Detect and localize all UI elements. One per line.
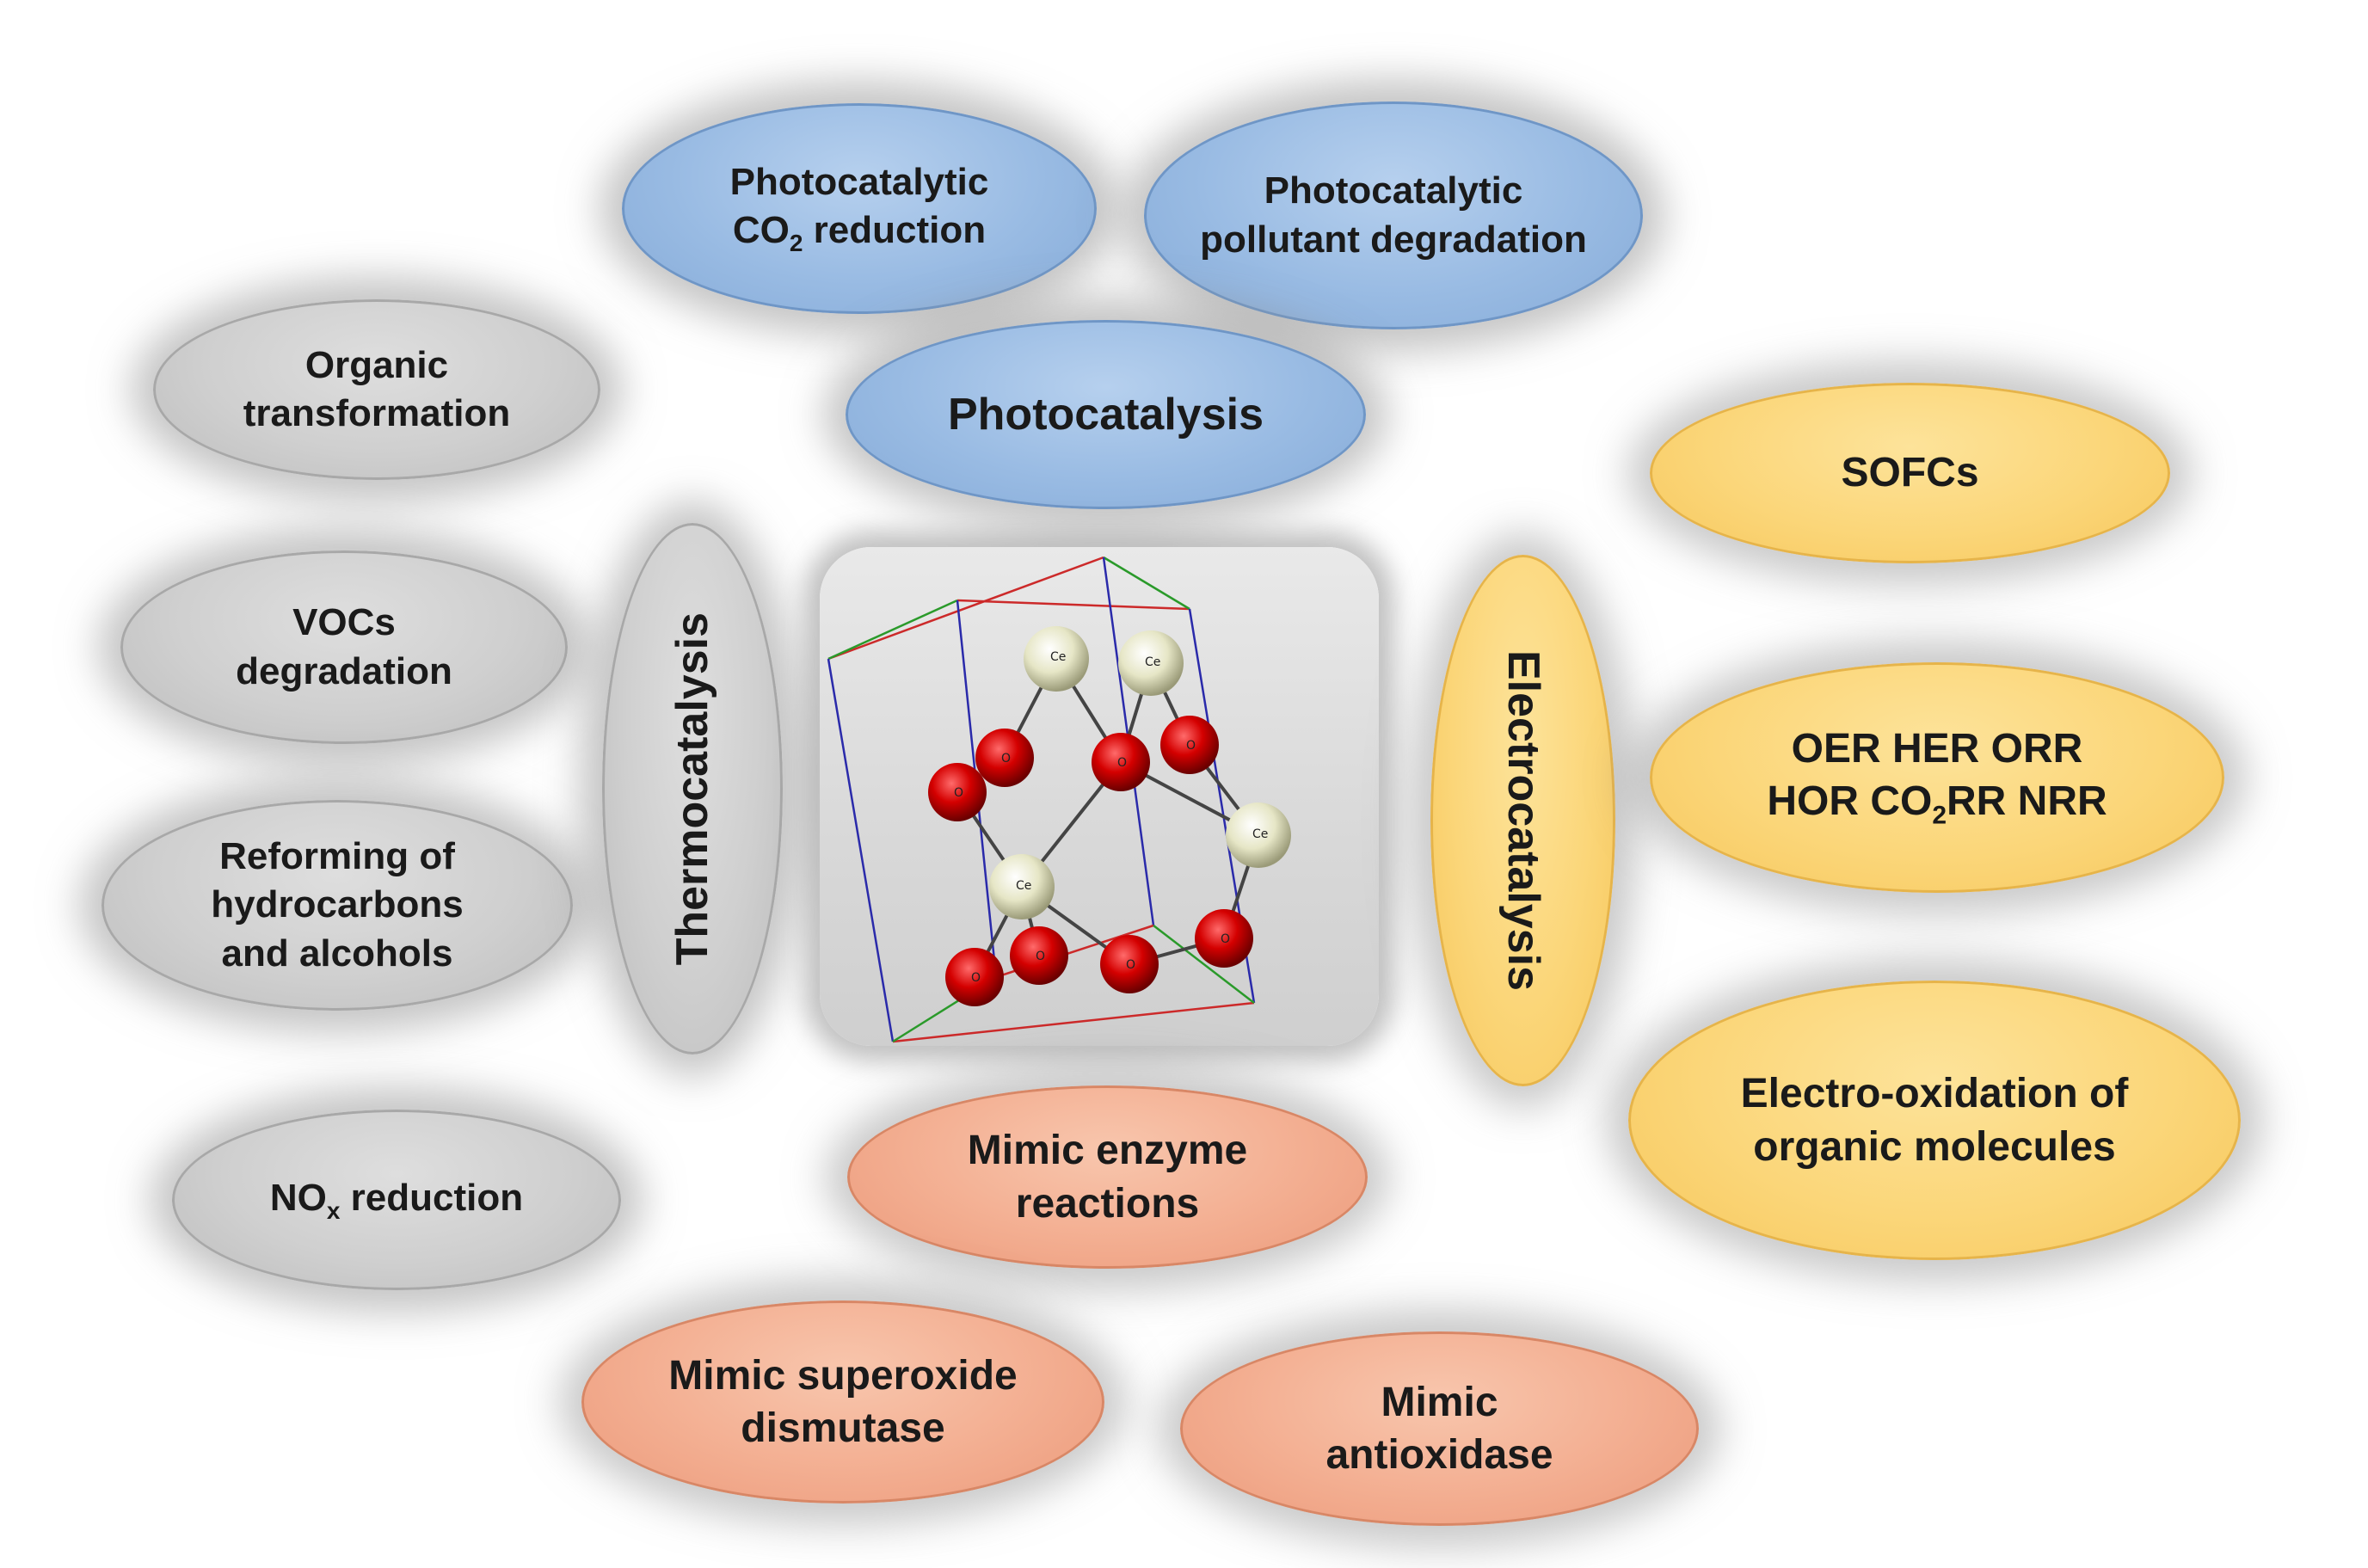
ce-label: Ce xyxy=(1252,827,1268,841)
node-line: HOR CO2RR NRR xyxy=(1767,778,2107,830)
electro-oxidation-node: Electro-oxidation of organic molecules xyxy=(1628,981,2241,1260)
node-line: VOCs xyxy=(292,601,396,644)
node-line: NOx reduction xyxy=(269,1176,524,1224)
o-atoms: O O O O O O O O xyxy=(928,716,1253,1006)
o-label: O xyxy=(1036,950,1045,963)
ce-label: Ce xyxy=(1145,655,1160,669)
node-line: antioxidase xyxy=(1325,1432,1553,1478)
node-line: Organic xyxy=(304,343,449,386)
mimic-superoxide-dismutase-node: Mimic superoxide dismutase xyxy=(581,1301,1104,1503)
photocatalysis-category-node: Photocatalysis xyxy=(846,320,1366,509)
node-line: pollutant degradation xyxy=(1200,218,1587,261)
sofcs-node: SOFCs xyxy=(1650,383,2170,563)
node-line: Mimic superoxide xyxy=(668,1352,1018,1399)
node-line: Electro-oxidation of xyxy=(1740,1071,2129,1117)
o-label: O xyxy=(1117,756,1127,770)
node-line: dismutase xyxy=(741,1405,945,1451)
ce-atoms: Ce Ce Ce Ce xyxy=(989,626,1291,919)
node-line: Mimic xyxy=(1381,1379,1498,1425)
reforming-node: Reforming of hydrocarbons and alcohols xyxy=(101,800,573,1011)
o-label: O xyxy=(954,786,963,800)
mimic-enzyme-reactions-node: Mimic enzyme reactions xyxy=(847,1085,1368,1269)
mimic-antioxidase-node: Mimic antioxidase xyxy=(1180,1331,1699,1526)
vocs-degradation-node: VOCs degradation xyxy=(120,550,568,744)
o-label: O xyxy=(1186,739,1196,753)
organic-transformation-node: Organic transformation xyxy=(153,299,600,480)
o-label: O xyxy=(1221,932,1230,946)
o-label: O xyxy=(1001,752,1011,766)
o-label: O xyxy=(1126,958,1135,972)
category-label: Electrocatalysis xyxy=(1498,649,1548,992)
o-label: O xyxy=(971,971,981,985)
ce-label: Ce xyxy=(1050,650,1066,664)
category-label: Photocatalysis xyxy=(947,389,1264,440)
node-line: and alcohols xyxy=(221,932,453,975)
node-line: CO2 reduction xyxy=(732,209,987,257)
crystal-structure-svg: Ce Ce Ce Ce O O O O O O O O xyxy=(827,556,1291,1043)
node-line: transformation xyxy=(243,392,511,434)
node-line: organic molecules xyxy=(1753,1123,2116,1170)
photocatalytic-co2-reduction-node: Photocatalytic CO2 reduction xyxy=(622,103,1097,314)
node-line: OER HER ORR xyxy=(1791,725,2083,772)
photocatalytic-pollutant-degradation-node: Photocatalytic pollutant degradation xyxy=(1144,101,1643,329)
ceo2-crystal-structure: Ce Ce Ce Ce O O O O O O O O xyxy=(820,547,1379,1046)
node-line: Reforming of xyxy=(219,835,455,878)
electrocatalysis-category-node: Electrocatalysis xyxy=(1430,555,1615,1086)
node-line: SOFCs xyxy=(1841,450,1979,496)
node-line: hydrocarbons xyxy=(211,883,464,926)
node-line: Photocatalytic xyxy=(729,161,989,204)
node-line: Photocatalytic xyxy=(1264,169,1523,212)
thermocatalysis-category-node: Thermocatalysis xyxy=(602,523,783,1055)
electrocatalytic-reactions-node: OER HER ORR HOR CO2RR NRR xyxy=(1650,662,2224,893)
node-line: degradation xyxy=(236,649,452,692)
category-label: Thermocatalysis xyxy=(667,612,717,966)
nox-reduction-node: NOx reduction xyxy=(172,1110,621,1290)
node-line: Mimic enzyme xyxy=(967,1128,1248,1174)
ce-label: Ce xyxy=(1016,879,1031,893)
node-line: reactions xyxy=(1015,1180,1200,1227)
